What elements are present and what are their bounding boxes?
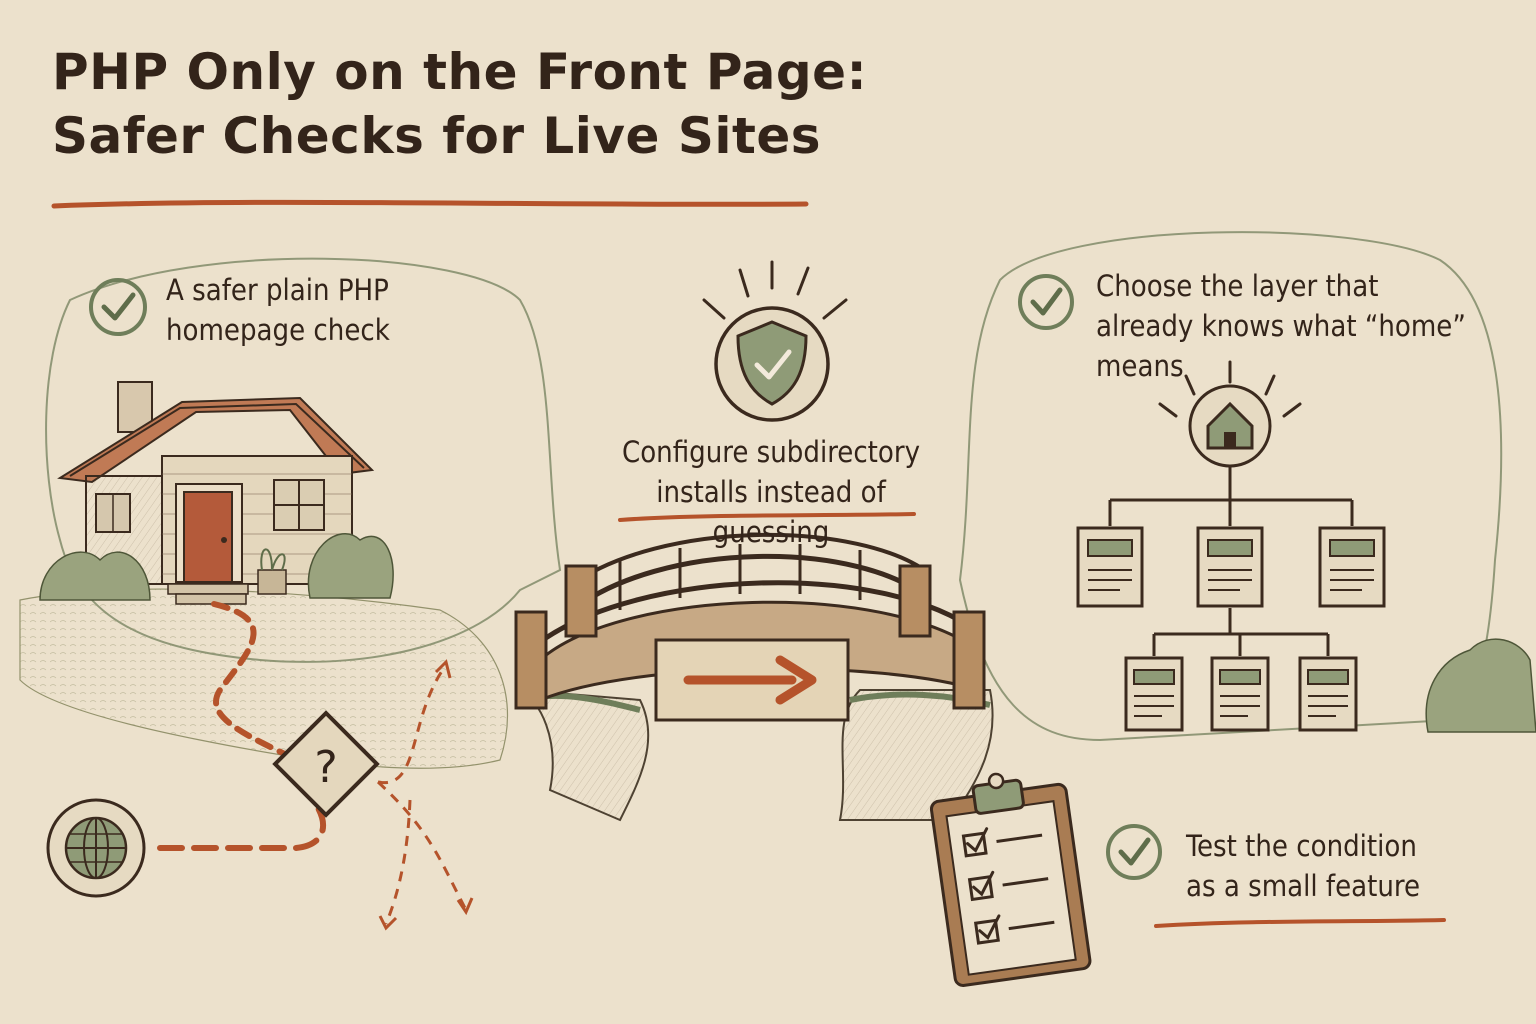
question-sign-icon: ? [272,710,380,818]
step-a-line-1: A safer plain PHP [166,273,389,307]
title-line-1: PHP Only on the Front Page: [52,43,868,101]
step-test-condition: Test the condition as a small feature [1186,826,1420,906]
step-b-line-2: installs instead of guessing [656,475,886,549]
step-configure-subdirectory: Configure subdirectory installs instead … [598,432,944,552]
title-underline [51,199,809,209]
clipboard-checklist-icon [929,772,1092,987]
right-bush [1425,638,1536,733]
page-title: PHP Only on the Front Page: Safer Checks… [52,40,867,168]
label-b-underline [618,512,916,522]
winding-path-dashes [211,601,303,765]
question-symbol: ? [314,742,337,793]
label-d-underline [1154,918,1446,928]
step-d-line-1: Test the condition [1186,829,1417,863]
title-line-2: Safer Checks for Live Sites [52,107,822,165]
house-icon [1188,384,1272,468]
cottage-illustration [39,381,394,605]
check-circle-icon [1106,824,1162,880]
left-bubble-outline [45,257,562,663]
check-circle-icon [89,278,147,336]
right-bubble-outline [958,231,1503,742]
step-d-line-2: as a small feature [1186,869,1421,903]
bridge-illustration [514,532,994,822]
step-choose-layer: Choose the layer that already knows what… [1096,266,1536,386]
step-c-line-2: already knows what “home” means [1096,309,1466,383]
step-c-line-1: Choose the layer that [1096,269,1379,303]
step-b-line-1: Configure subdirectory [621,435,921,469]
branch-path-dashes-1 [377,667,446,785]
branch-path-dashes-2 [376,780,468,911]
check-circle-icon [1018,274,1074,330]
arrow-right-icon [683,655,817,705]
step-safer-php-check: A safer plain PHP homepage check [166,270,390,350]
globe-path-dashes [157,805,326,851]
site-tree-icon [1076,360,1386,732]
branch-path-dashes-3 [384,799,412,925]
globe-icon [46,798,146,898]
step-a-line-2: homepage check [166,313,390,347]
shield-check-icon [702,260,848,422]
